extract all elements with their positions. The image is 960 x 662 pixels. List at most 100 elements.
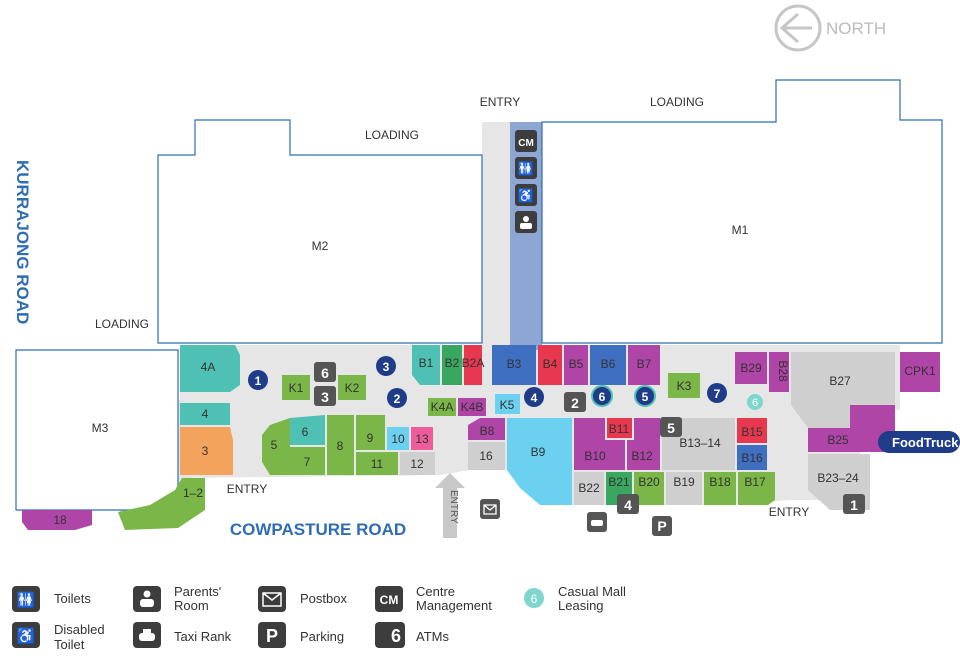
label-m1: M1 [732, 223, 749, 237]
shop-16[interactable] [468, 442, 505, 470]
shop-B17[interactable] [738, 472, 775, 505]
label-B3: B3 [507, 357, 522, 371]
label-B17: B17 [744, 475, 766, 489]
casual-leasing-marker[interactable] [747, 394, 763, 410]
foodtruck-label: FoodTruck [892, 435, 959, 450]
shop-B22[interactable] [574, 472, 604, 505]
kiosk-K5[interactable] [495, 394, 520, 414]
label-K5: K5 [500, 398, 515, 412]
shop-B2A[interactable] [464, 345, 482, 385]
shop-8[interactable] [327, 415, 354, 475]
atm-6-icon[interactable]: 6 [314, 362, 336, 382]
toilets-glyph: 🚻 [518, 161, 534, 176]
shop-12[interactable] [400, 452, 435, 475]
shop-B8[interactable] [468, 418, 505, 440]
shop-6[interactable] [290, 415, 325, 445]
shop-1-2[interactable] [118, 478, 205, 530]
shop-B28[interactable] [769, 352, 789, 392]
shop-11[interactable] [356, 452, 398, 475]
kiosk-K4B[interactable] [458, 398, 486, 416]
marker-4[interactable] [524, 387, 544, 407]
shop-B7[interactable] [628, 345, 660, 385]
label-B11: B11 [609, 422, 630, 436]
label-B23-24: B23–24 [817, 471, 859, 485]
atm-3-icon[interactable]: 3 [314, 386, 336, 406]
parking-glyph: P [657, 518, 666, 534]
anchor-m1[interactable] [541, 79, 943, 344]
shop-B10[interactable] [574, 418, 625, 470]
loading-top-center-label: LOADING [365, 128, 419, 142]
legend-parking-label: Parking [300, 629, 344, 644]
legend-atm-number: 6 [391, 626, 401, 646]
shop-B18[interactable] [704, 472, 736, 505]
shop-5[interactable] [262, 418, 290, 475]
legend-casual-leasing-icon [524, 588, 544, 608]
label-B28: B28 [776, 360, 790, 382]
casual-leasing-marker-text: 6 [752, 397, 758, 409]
entry-right-label: ENTRY [769, 505, 809, 519]
marker-3[interactable] [376, 356, 396, 376]
marker-3-text: 3 [383, 360, 390, 374]
shop-4A[interactable] [180, 345, 240, 392]
shop-18[interactable] [22, 510, 92, 530]
kiosk-K4A[interactable] [428, 398, 456, 416]
legend: 🚻 Toilets ♿ Disabled Toilet Parents' Roo… [12, 584, 626, 652]
kiosk-K2[interactable] [338, 375, 366, 400]
legend-casual-label-1: Casual Mall [558, 584, 626, 599]
marker-2[interactable] [387, 388, 407, 408]
marker-7[interactable] [707, 383, 727, 403]
shop-CPK1[interactable] [900, 352, 940, 392]
shop-B2[interactable] [442, 345, 462, 385]
shop-B15[interactable] [737, 418, 767, 443]
disabled-toilet-icon[interactable] [515, 184, 537, 206]
shop-B25[interactable] [808, 405, 895, 452]
shop-B6[interactable] [590, 345, 626, 385]
shop-B4[interactable] [538, 345, 562, 385]
shop-4[interactable] [180, 403, 230, 425]
label-K4A: K4A [431, 400, 454, 414]
label-B19: B19 [673, 475, 695, 489]
shop-B3[interactable] [492, 345, 536, 385]
entry-arrow: ENTRY [435, 473, 465, 538]
marker-1[interactable] [248, 370, 268, 390]
shop-3[interactable] [180, 427, 233, 475]
label-K4B: K4B [461, 400, 484, 414]
shop-9[interactable] [356, 415, 385, 450]
parking-icon[interactable] [652, 516, 672, 536]
toilets-icon[interactable] [515, 157, 537, 179]
atm-6-number: 6 [321, 365, 329, 381]
postbox-icon[interactable] [480, 499, 500, 519]
centre-management-icon[interactable] [515, 130, 537, 152]
shop-B5[interactable] [564, 345, 588, 385]
legend-atms-label: ATMs [416, 629, 449, 644]
shop-10[interactable] [387, 427, 409, 450]
label-B4: B4 [543, 357, 558, 371]
atm-2-icon[interactable]: 2 [564, 392, 586, 412]
kiosk-K3[interactable] [668, 373, 700, 398]
label-11: 11 [371, 457, 384, 471]
foodtruck-badge[interactable] [878, 431, 960, 453]
atm-4-icon[interactable]: 4 [617, 494, 639, 514]
shop-B9[interactable] [507, 418, 572, 505]
entry-left-label: ENTRY [227, 482, 267, 496]
shop-B11[interactable] [607, 418, 632, 438]
legend-disabled-label-1: Disabled [54, 622, 105, 637]
label-K3: K3 [677, 379, 692, 393]
shop-B1[interactable] [412, 345, 440, 385]
marker-6[interactable] [591, 385, 613, 407]
shop-B19[interactable] [666, 472, 702, 505]
shop-13[interactable] [411, 427, 433, 450]
atm-1-icon[interactable]: 1 [843, 494, 865, 514]
shop-B29[interactable] [735, 352, 767, 384]
shop-B12[interactable] [627, 418, 660, 470]
atm-5-icon[interactable]: 5 [660, 417, 682, 437]
legend-centre-management-icon [375, 586, 403, 612]
loading-left-label: LOADING [95, 317, 149, 331]
kiosk-K1[interactable] [282, 375, 310, 400]
shop-7[interactable] [290, 447, 325, 475]
shop-B27[interactable] [791, 352, 895, 428]
shop-B16[interactable] [737, 445, 767, 470]
anchor-m2[interactable] [157, 119, 483, 344]
marker-5[interactable] [634, 385, 656, 407]
